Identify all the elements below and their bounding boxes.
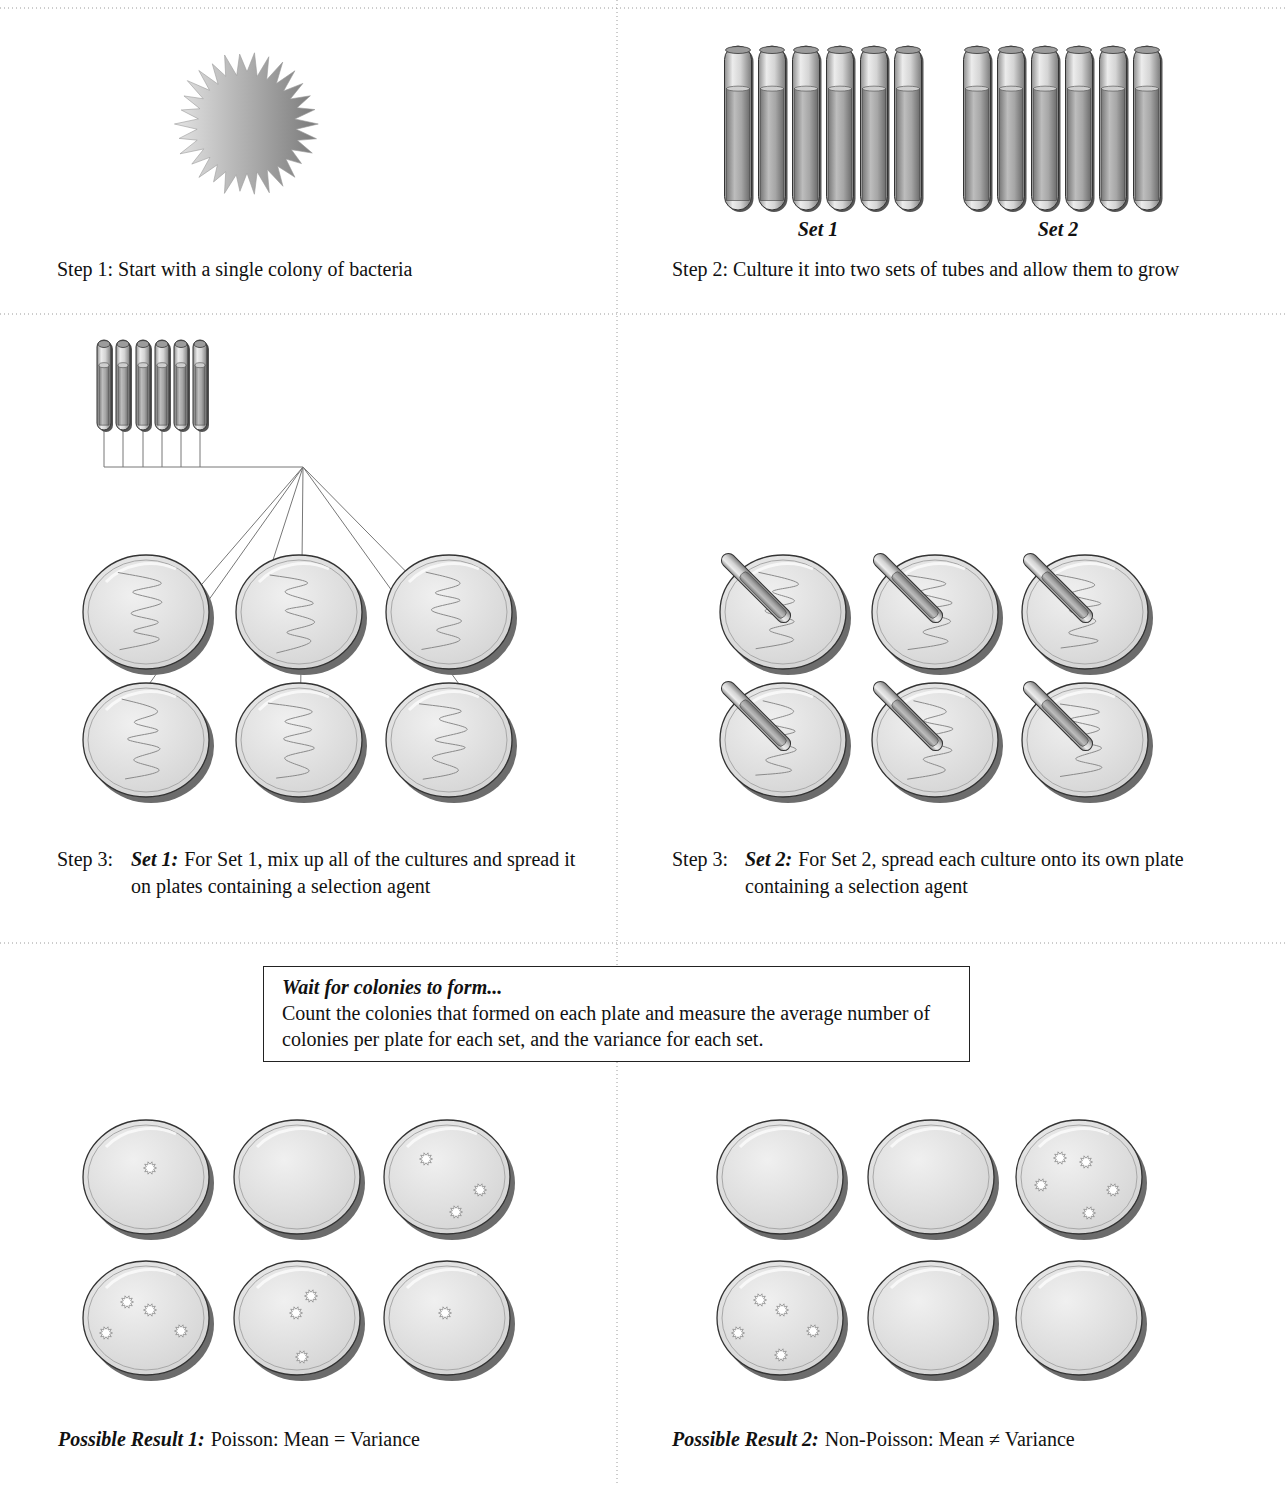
petri-dish (236, 555, 367, 675)
petri-dish (83, 1120, 214, 1240)
result-label: Possible Result 1: (58, 1428, 205, 1450)
test-tube (759, 46, 788, 212)
spreading-tube (1021, 679, 1096, 754)
bacterial-colony (121, 1296, 134, 1308)
bacterial-colony (754, 1294, 767, 1306)
tube-sets (725, 46, 1163, 212)
petri-dish (236, 683, 367, 803)
bacterial-colony (1107, 1184, 1120, 1196)
petri-dish (1021, 551, 1153, 675)
petri-dish (868, 1120, 999, 1240)
spreading-tube (871, 551, 946, 626)
test-tube (1032, 46, 1061, 212)
bacterial-colony (420, 1153, 433, 1165)
petri-dish (386, 555, 517, 675)
bacterial-colony (732, 1327, 745, 1339)
test-tube (895, 46, 924, 212)
petri-dish (386, 683, 517, 803)
spreading-tube (719, 679, 794, 754)
test-tube (998, 46, 1027, 212)
petri-dish (384, 1261, 515, 1381)
bacterial-colony (1035, 1179, 1048, 1191)
set-label: Set 2 (1008, 216, 1108, 243)
bacterial-colony (474, 1184, 487, 1196)
step-number: Step 3: (57, 846, 113, 873)
caption-group: Possible Result 2: Non-Poisson: Mean ≠ Va… (672, 1426, 1262, 1453)
bacterial-colony (807, 1325, 820, 1337)
bacterial-colony (144, 1304, 157, 1316)
spreading-tube (1021, 551, 1096, 626)
petri-dish (83, 555, 214, 675)
petri-dish (868, 1261, 999, 1381)
result-caption: Non-Poisson: Mean ≠ Variance (825, 1428, 1075, 1450)
bacterial-colony (175, 1325, 188, 1337)
caption-group: Possible Result 1: Poisson: Mean = Varian… (58, 1426, 598, 1453)
caption-group: Set 1:For Set 1, mix up all of the cultu… (131, 846, 576, 900)
result-label: Possible Result 2: (672, 1428, 819, 1450)
bacterial-colony (775, 1349, 788, 1361)
petri-dish (384, 1120, 515, 1240)
box-body: Count the colonies that formed on each p… (282, 1000, 951, 1052)
step-caption: Step 1: Start with a single colony of ba… (57, 256, 412, 283)
bacteria-colony (174, 53, 318, 194)
set-label: Set 1: (131, 848, 178, 870)
set-label: Set 1 (768, 216, 868, 243)
result-caption: Poisson: Mean = Variance (211, 1428, 420, 1450)
test-tube (793, 46, 822, 212)
bacterial-colony (776, 1304, 789, 1316)
test-tube (861, 46, 890, 212)
petri-dish (83, 683, 214, 803)
petri-dish (1016, 1261, 1147, 1381)
bacterial-colony (296, 1351, 309, 1363)
bacterial-colony (305, 1290, 318, 1302)
spreading-tube (719, 551, 794, 626)
bacterial-colony (1054, 1152, 1067, 1164)
small-tubes (97, 340, 209, 432)
petri-dish (1021, 679, 1153, 803)
bacterial-colony (1083, 1207, 1096, 1219)
bacterial-colony (439, 1307, 452, 1319)
spreading-tube (871, 679, 946, 754)
test-tube (155, 340, 171, 432)
petri-dish (871, 551, 1003, 675)
test-tube (116, 340, 132, 432)
test-tube (725, 46, 754, 212)
bacterial-colony (144, 1162, 157, 1174)
bacterial-colony (100, 1327, 113, 1339)
note-box: Wait for colonies to form...Count the co… (263, 966, 970, 1062)
test-tube (174, 340, 190, 432)
step-number: Step 3: (672, 846, 728, 873)
petri-dish (717, 1261, 848, 1381)
petri-dish (234, 1120, 365, 1240)
test-tube (97, 340, 113, 432)
test-tube (827, 46, 856, 212)
set-label: Set 2: (745, 848, 792, 870)
petri-dish (719, 679, 851, 803)
step-caption: For Set 2, spread each culture onto its … (745, 848, 1184, 897)
bacterial-colony (450, 1206, 463, 1218)
petri-dishes (83, 551, 1153, 1381)
test-tube (193, 340, 209, 432)
test-tube (136, 340, 152, 432)
petri-dish (871, 679, 1003, 803)
petri-dish (234, 1261, 365, 1381)
test-tube (1100, 46, 1129, 212)
petri-dish (719, 551, 851, 675)
bacterial-colony (1080, 1156, 1093, 1168)
box-heading: Wait for colonies to form... (282, 974, 951, 1000)
test-tube (1066, 46, 1095, 212)
test-tube (1134, 46, 1163, 212)
caption-group: Set 2:For Set 2, spread each culture ont… (745, 846, 1265, 900)
petri-dish (717, 1120, 848, 1240)
step-caption: Step 2: Culture it into two sets of tube… (672, 256, 1179, 283)
bacterial-colony (290, 1307, 303, 1319)
step-caption: For Set 1, mix up all of the cultures an… (131, 848, 575, 897)
petri-dish (83, 1261, 214, 1381)
test-tube (964, 46, 993, 212)
petri-dish (1016, 1120, 1147, 1240)
